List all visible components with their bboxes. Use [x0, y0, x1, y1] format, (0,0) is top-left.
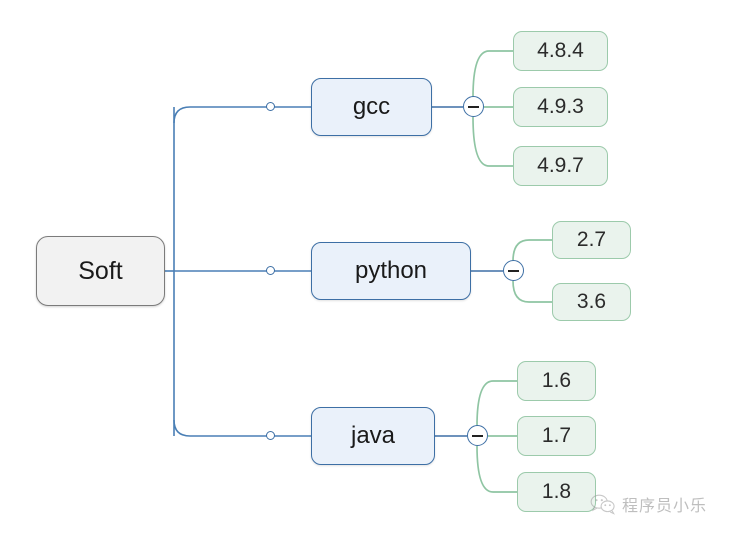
branch-node-java[interactable]: java: [311, 407, 435, 465]
branch-joint-python[interactable]: [266, 266, 275, 275]
leaf-node-gcc-2[interactable]: 4.9.7: [513, 146, 608, 186]
minus-icon: [472, 434, 483, 437]
minus-icon: [468, 105, 479, 108]
leaf-node-gcc-0[interactable]: 4.8.4: [513, 31, 608, 71]
branch-node-gcc[interactable]: gcc: [311, 78, 432, 136]
leaf-node-python-1[interactable]: 3.6: [552, 283, 631, 321]
watermark-text: 程序员小乐: [622, 496, 708, 515]
minus-icon: [508, 269, 519, 272]
root-node-soft[interactable]: Soft: [36, 236, 165, 306]
branch-joint-java[interactable]: [266, 431, 275, 440]
leaf-node-gcc-1[interactable]: 4.9.3: [513, 87, 608, 127]
leaf-node-java-0[interactable]: 1.6: [517, 361, 596, 401]
branch-joint-gcc[interactable]: [266, 102, 275, 111]
collapse-toggle-java[interactable]: [467, 425, 488, 446]
collapse-toggle-python[interactable]: [503, 260, 524, 281]
leaf-node-python-0[interactable]: 2.7: [552, 221, 631, 259]
leaf-node-java-1[interactable]: 1.7: [517, 416, 596, 456]
wechat-icon: [590, 494, 615, 515]
branch-node-python[interactable]: python: [311, 242, 471, 300]
watermark: 程序员小乐: [590, 492, 707, 516]
leaf-node-java-2[interactable]: 1.8: [517, 472, 596, 512]
collapse-toggle-gcc[interactable]: [463, 96, 484, 117]
